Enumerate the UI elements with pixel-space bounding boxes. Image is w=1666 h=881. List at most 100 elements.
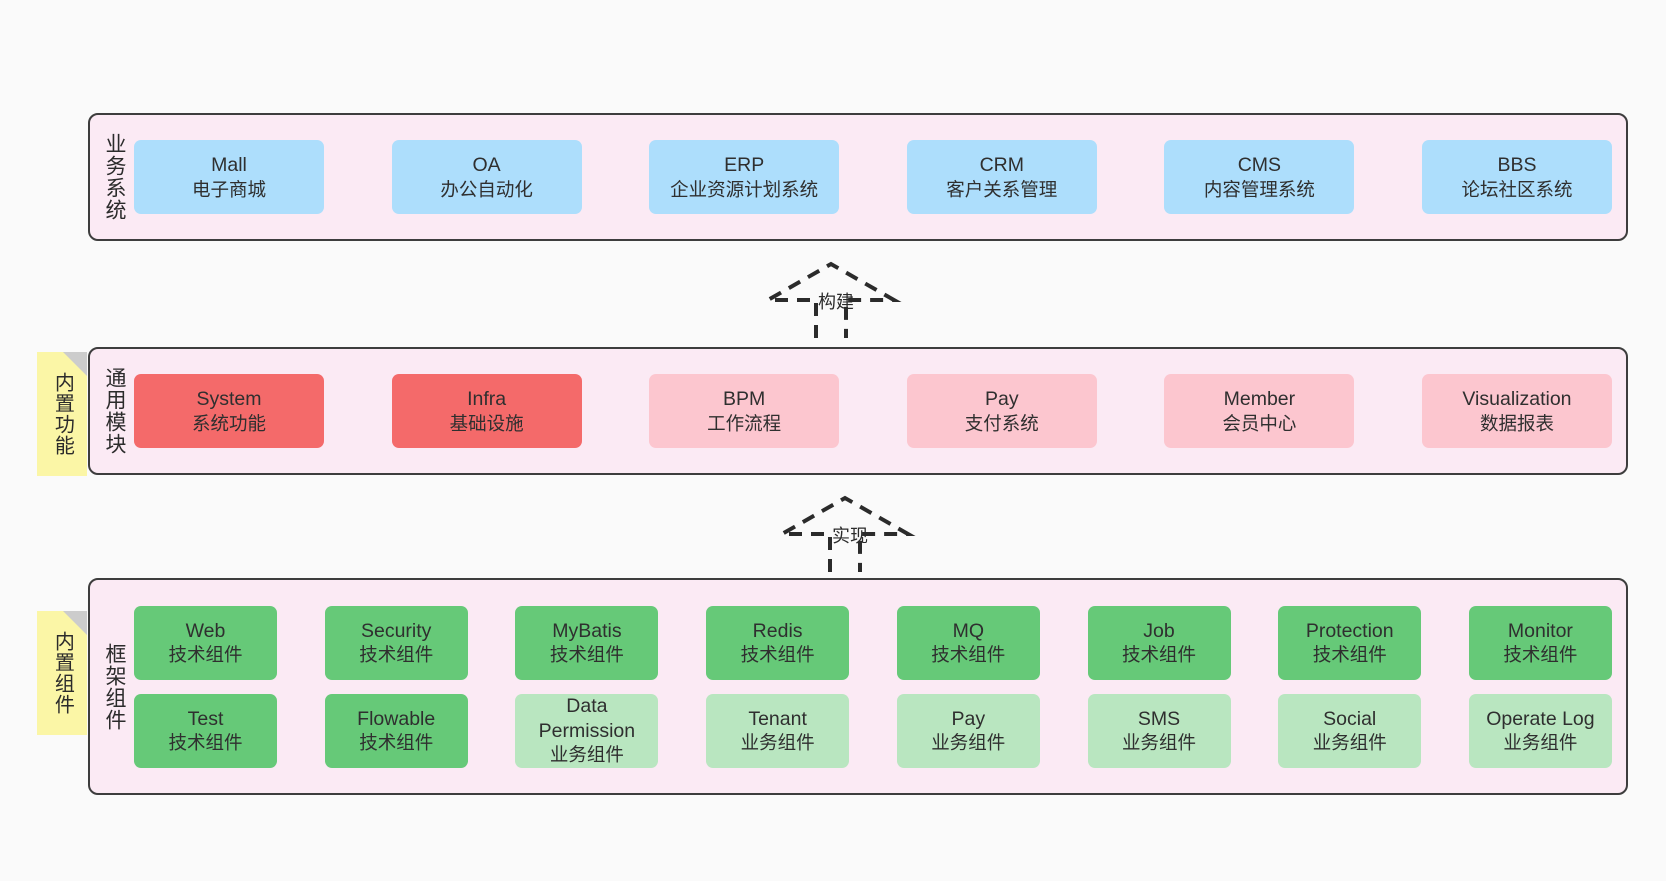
- card-job-subtitle: 技术组件: [1122, 644, 1197, 666]
- card-protection-title: Protection: [1305, 619, 1394, 642]
- card-security-title: Security: [360, 619, 432, 642]
- business-system-card-row: Mall 电子商城 OA 办公自动化 ERP 企业资源计划系统 CRM 客户关系…: [134, 140, 1612, 214]
- card-visualization-subtitle: 数据报表: [1479, 412, 1554, 434]
- card-erp[interactable]: ERP 企业资源计划系统: [649, 140, 840, 214]
- card-pay-component[interactable]: Pay 业务组件: [896, 693, 1040, 768]
- card-member-title: Member: [1223, 388, 1296, 411]
- card-infra-subtitle: 基础设施: [449, 412, 524, 434]
- card-oa[interactable]: OA 办公自动化: [391, 140, 582, 214]
- card-pay-module-title: Pay: [984, 388, 1019, 411]
- card-bpm[interactable]: BPM 工作流程: [649, 374, 840, 448]
- card-member[interactable]: Member 会员中心: [1164, 374, 1355, 448]
- framework-components-grid: Web 技术组件 Security 技术组件 MyBatis 技术组件 Redi…: [134, 605, 1612, 768]
- card-mall-subtitle: 电子商城: [191, 178, 266, 200]
- card-cms-subtitle: 内容管理系统: [1203, 178, 1315, 200]
- card-data-permission-subtitle: 业务组件: [549, 744, 624, 766]
- common-modules-card-row: System 系统功能 Infra 基础设施 BPM 工作流程 Pay 支付系统…: [134, 374, 1612, 448]
- framework-business-row: Test 技术组件 Flowable 技术组件 Data Permission …: [134, 693, 1612, 768]
- card-mq-subtitle: 技术组件: [931, 644, 1006, 666]
- card-redis[interactable]: Redis 技术组件: [706, 605, 850, 680]
- card-pay-module[interactable]: Pay 支付系统: [906, 374, 1097, 448]
- card-crm-subtitle: 客户关系管理: [946, 178, 1058, 200]
- card-visualization-title: Visualization: [1462, 388, 1572, 411]
- connector-build: 构建: [756, 258, 906, 348]
- card-crm[interactable]: CRM 客户关系管理: [906, 140, 1097, 214]
- card-system-title: System: [196, 388, 262, 411]
- card-erp-subtitle: 企业资源计划系统: [670, 178, 819, 200]
- sticky-note-builtin-features: 内置功能: [37, 352, 87, 476]
- card-web-subtitle: 技术组件: [168, 644, 243, 666]
- card-tenant-subtitle: 业务组件: [740, 732, 815, 754]
- card-tenant[interactable]: Tenant 业务组件: [706, 693, 850, 768]
- card-operate-log[interactable]: Operate Log 业务组件: [1468, 693, 1612, 768]
- card-infra[interactable]: Infra 基础设施: [391, 374, 582, 448]
- card-operate-log-title: Operate Log: [1486, 707, 1595, 730]
- card-flowable-subtitle: 技术组件: [359, 732, 434, 754]
- card-oa-subtitle: 办公自动化: [440, 178, 533, 200]
- card-mall[interactable]: Mall 电子商城: [134, 140, 324, 214]
- layer-common-modules: 通用模块 System 系统功能 Infra 基础设施 BPM 工作流程 Pay: [88, 347, 1628, 475]
- card-job[interactable]: Job 技术组件: [1087, 605, 1231, 680]
- sticky-note-builtin-features-text: 内置功能: [51, 372, 74, 456]
- card-social[interactable]: Social 业务组件: [1278, 693, 1422, 768]
- card-protection-subtitle: 技术组件: [1312, 644, 1387, 666]
- card-web-title: Web: [185, 619, 226, 642]
- card-protection[interactable]: Protection 技术组件: [1278, 605, 1422, 680]
- card-test-subtitle: 技术组件: [168, 732, 243, 754]
- card-cms-title: CMS: [1237, 154, 1282, 177]
- card-system[interactable]: System 系统功能: [134, 374, 324, 448]
- card-crm-title: CRM: [979, 154, 1024, 177]
- card-test[interactable]: Test 技术组件: [134, 693, 277, 768]
- card-flowable-title: Flowable: [357, 707, 436, 730]
- card-mybatis-title: MyBatis: [552, 619, 622, 642]
- card-data-permission[interactable]: Data Permission 业务组件: [515, 693, 659, 768]
- sticky-note-builtin-components-text: 内置组件: [51, 631, 74, 715]
- card-job-title: Job: [1143, 619, 1175, 642]
- card-bpm-title: BPM: [723, 388, 766, 411]
- layer-common-modules-title: 通用模块: [103, 367, 126, 455]
- layer-business-system-title: 业务系统: [103, 133, 126, 221]
- card-oa-title: OA: [472, 154, 501, 177]
- card-mybatis-subtitle: 技术组件: [549, 644, 624, 666]
- layer-business-system-body: Mall 电子商城 OA 办公自动化 ERP 企业资源计划系统 CRM 客户关系…: [130, 115, 1626, 239]
- card-operate-log-subtitle: 业务组件: [1503, 732, 1578, 754]
- card-bbs-title: BBS: [1497, 154, 1537, 177]
- card-infra-title: Infra: [467, 388, 507, 411]
- card-redis-title: Redis: [752, 619, 803, 642]
- card-mq-title: MQ: [952, 619, 985, 642]
- card-pay-component-subtitle: 业务组件: [931, 732, 1006, 754]
- connector-implement: 实现: [770, 492, 920, 582]
- dashed-up-arrow-icon: [760, 261, 902, 338]
- card-security-subtitle: 技术组件: [359, 644, 434, 666]
- card-social-subtitle: 业务组件: [1312, 732, 1387, 754]
- layer-framework-components: 框架组件 Web 技术组件 Security 技术组件 MyBatis 技术组: [88, 578, 1628, 795]
- card-data-permission-title-line1: Data: [566, 695, 608, 718]
- card-pay-module-subtitle: 支付系统: [964, 412, 1039, 434]
- card-web[interactable]: Web 技术组件: [134, 605, 277, 680]
- card-monitor-title: Monitor: [1507, 619, 1573, 642]
- card-sms-subtitle: 业务组件: [1122, 732, 1197, 754]
- card-test-title: Test: [187, 707, 224, 730]
- card-bbs[interactable]: BBS 论坛社区系统: [1421, 140, 1612, 214]
- card-bpm-subtitle: 工作流程: [707, 412, 782, 434]
- card-monitor[interactable]: Monitor 技术组件: [1468, 605, 1612, 680]
- card-flowable[interactable]: Flowable 技术组件: [324, 693, 468, 768]
- card-sms-title: SMS: [1137, 707, 1181, 730]
- card-mybatis[interactable]: MyBatis 技术组件: [515, 605, 659, 680]
- card-visualization[interactable]: Visualization 数据报表: [1421, 374, 1612, 448]
- card-member-subtitle: 会员中心: [1222, 412, 1297, 434]
- layer-common-modules-body: System 系统功能 Infra 基础设施 BPM 工作流程 Pay 支付系统…: [130, 349, 1626, 473]
- layer-framework-components-body: Web 技术组件 Security 技术组件 MyBatis 技术组件 Redi…: [130, 580, 1626, 793]
- card-cms[interactable]: CMS 内容管理系统: [1164, 140, 1355, 214]
- card-pay-component-title: Pay: [951, 707, 986, 730]
- card-bbs-subtitle: 论坛社区系统: [1461, 178, 1573, 200]
- card-data-permission-title-line2: Permission: [538, 719, 636, 742]
- card-sms[interactable]: SMS 业务组件: [1087, 693, 1231, 768]
- card-mall-title: Mall: [211, 154, 247, 177]
- layer-business-system: 业务系统 Mall 电子商城 OA 办公自动化 ERP 企业资源计划系统 CRM: [88, 113, 1628, 241]
- card-security[interactable]: Security 技术组件: [324, 605, 468, 680]
- card-redis-subtitle: 技术组件: [740, 644, 815, 666]
- card-social-title: Social: [1323, 707, 1377, 730]
- card-mq[interactable]: MQ 技术组件: [896, 605, 1040, 680]
